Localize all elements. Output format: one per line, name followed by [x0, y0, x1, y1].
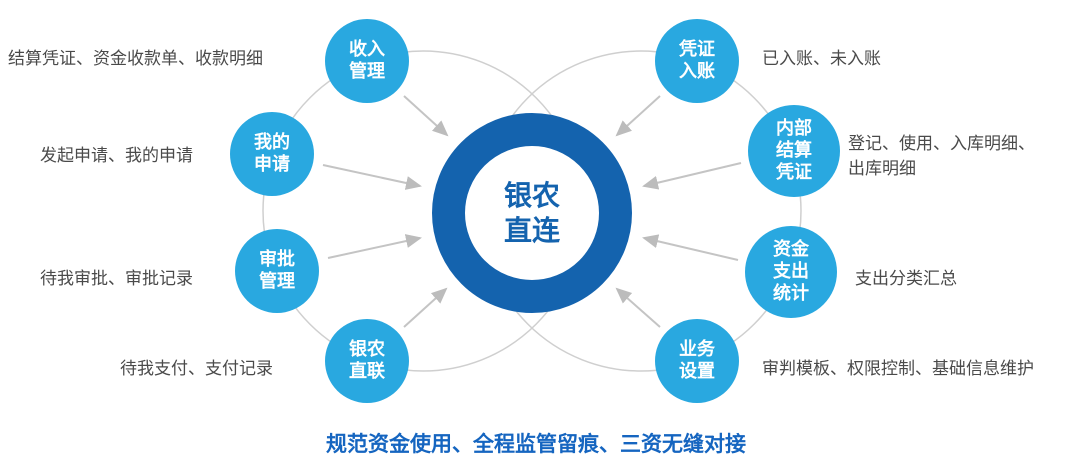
desc-voucher-entry: 已入账、未入账: [762, 49, 881, 68]
node-business-settings-label: 业务 设置: [679, 339, 715, 381]
arrow-settlement-to-center: [642, 162, 742, 190]
node-my-applications-label: 我的 申请: [254, 132, 290, 174]
node-voucher-entry-label: 凭证 入账: [679, 39, 715, 81]
desc-my-applications: 发起申请、我的申请: [40, 146, 193, 165]
desc-income-management: 结算凭证、资金收款单、收款明细: [8, 49, 263, 68]
node-expense-statistics: 资金 支出 统计: [745, 226, 837, 318]
desc-expense-statistics: 支出分类汇总: [855, 269, 957, 288]
arrow-apply-to-center: [322, 164, 422, 190]
node-internal-settlement: 内部 结算 凭证: [748, 105, 840, 197]
desc-business-settings: 审判模板、权限控制、基础信息维护: [762, 359, 1034, 378]
node-expense-statistics-label: 资金 支出 统计: [773, 239, 809, 303]
node-income-management: 收入 管理: [325, 19, 409, 103]
node-approval-management-label: 审批 管理: [259, 249, 295, 291]
node-voucher-entry: 凭证 入账: [655, 19, 739, 103]
arrow-settings-to-center: [615, 287, 661, 328]
arrow-income-to-center: [403, 95, 449, 137]
node-business-settings: 业务 设置: [655, 319, 739, 403]
node-income-management-label: 收入 管理: [349, 39, 385, 81]
desc-bank-direct-link: 待我支付、支付记录: [120, 359, 273, 378]
desc-internal-settlement: 登记、使用、入库明细、 出库明细: [848, 134, 1035, 178]
arrow-approve-to-center: [327, 234, 422, 259]
node-approval-management: 审批 管理: [235, 229, 319, 313]
arrow-voucher-to-center: [615, 95, 661, 137]
desc-approval-management: 待我审批、审批记录: [40, 269, 193, 288]
node-bank-direct-link: 银农 直联: [325, 319, 409, 403]
center-hub-label: 银农 直连: [503, 180, 560, 246]
arrow-directlink-to-center: [403, 287, 448, 328]
bottom-caption: 规范资金使用、全程监管留痕、三资无缝对接: [326, 433, 746, 456]
node-internal-settlement-label: 内部 结算 凭证: [776, 118, 812, 182]
center-hub-ring: 银农 直连: [432, 113, 632, 313]
arrow-expense-to-center: [642, 234, 739, 261]
node-my-applications: 我的 申请: [230, 112, 314, 196]
node-bank-direct-link-label: 银农 直联: [349, 339, 385, 381]
